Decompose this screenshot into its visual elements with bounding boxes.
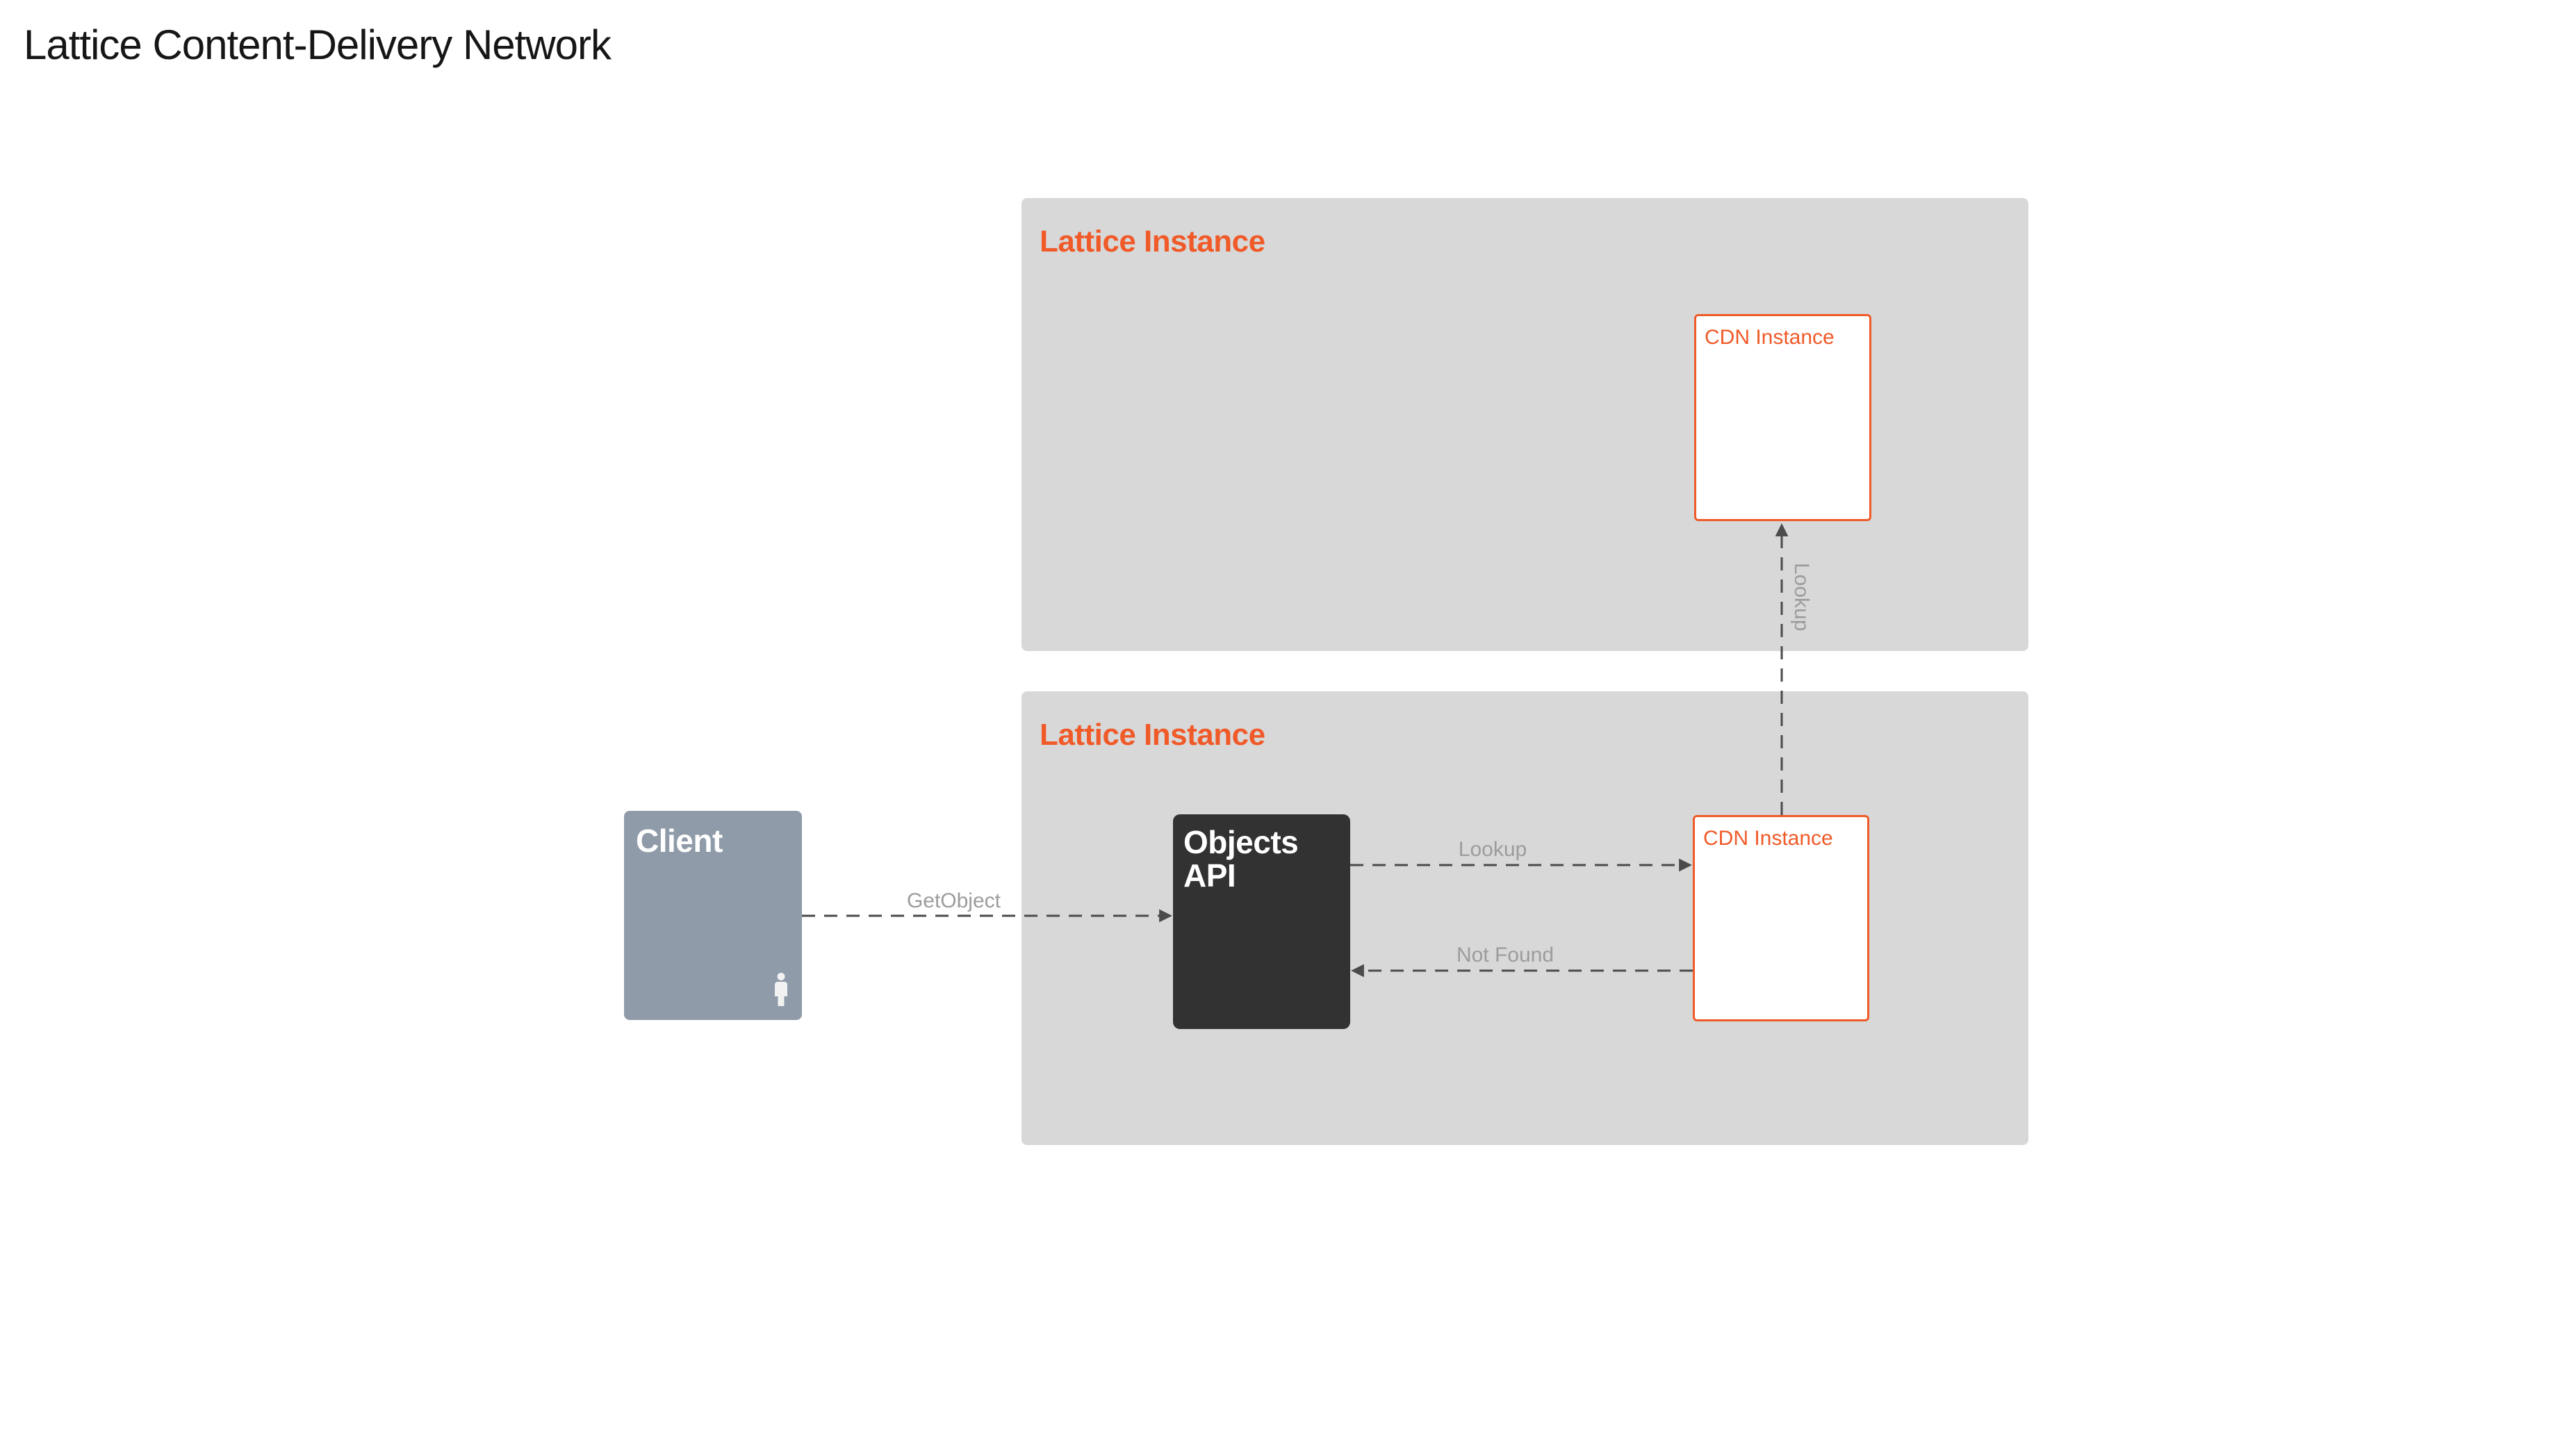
client-node: Client xyxy=(624,811,802,1020)
cdn-instance-bottom: CDN Instance xyxy=(1693,815,1869,1021)
lattice-instance-bottom-label: Lattice Instance xyxy=(1040,718,1265,752)
arrow-label-lookup: Lookup xyxy=(1458,838,1527,861)
arrow-label-lookup-vertical: Lookup xyxy=(1790,563,1813,632)
cdn-instance-top: CDN Instance xyxy=(1694,314,1871,521)
lattice-instance-top: Lattice Instance CDN Instance xyxy=(1022,198,2028,651)
arrow-label-getobject: GetObject xyxy=(906,889,1001,912)
cdn-instance-top-label: CDN Instance xyxy=(1705,326,1835,349)
arrow-label-not-found: Not Found xyxy=(1456,944,1554,966)
objects-api-node: Objects API xyxy=(1173,814,1350,1029)
objects-api-label: Objects API xyxy=(1183,824,1299,894)
lattice-instance-top-label: Lattice Instance xyxy=(1040,224,1265,258)
client-label: Client xyxy=(636,823,723,859)
page-title: Lattice Content-Delivery Network xyxy=(24,22,612,68)
person-icon xyxy=(775,973,787,1006)
lattice-instance-bottom: Lattice Instance Objects API CDN Instanc… xyxy=(1022,691,2028,1145)
cdn-instance-bottom-label: CDN Instance xyxy=(1703,827,1833,850)
